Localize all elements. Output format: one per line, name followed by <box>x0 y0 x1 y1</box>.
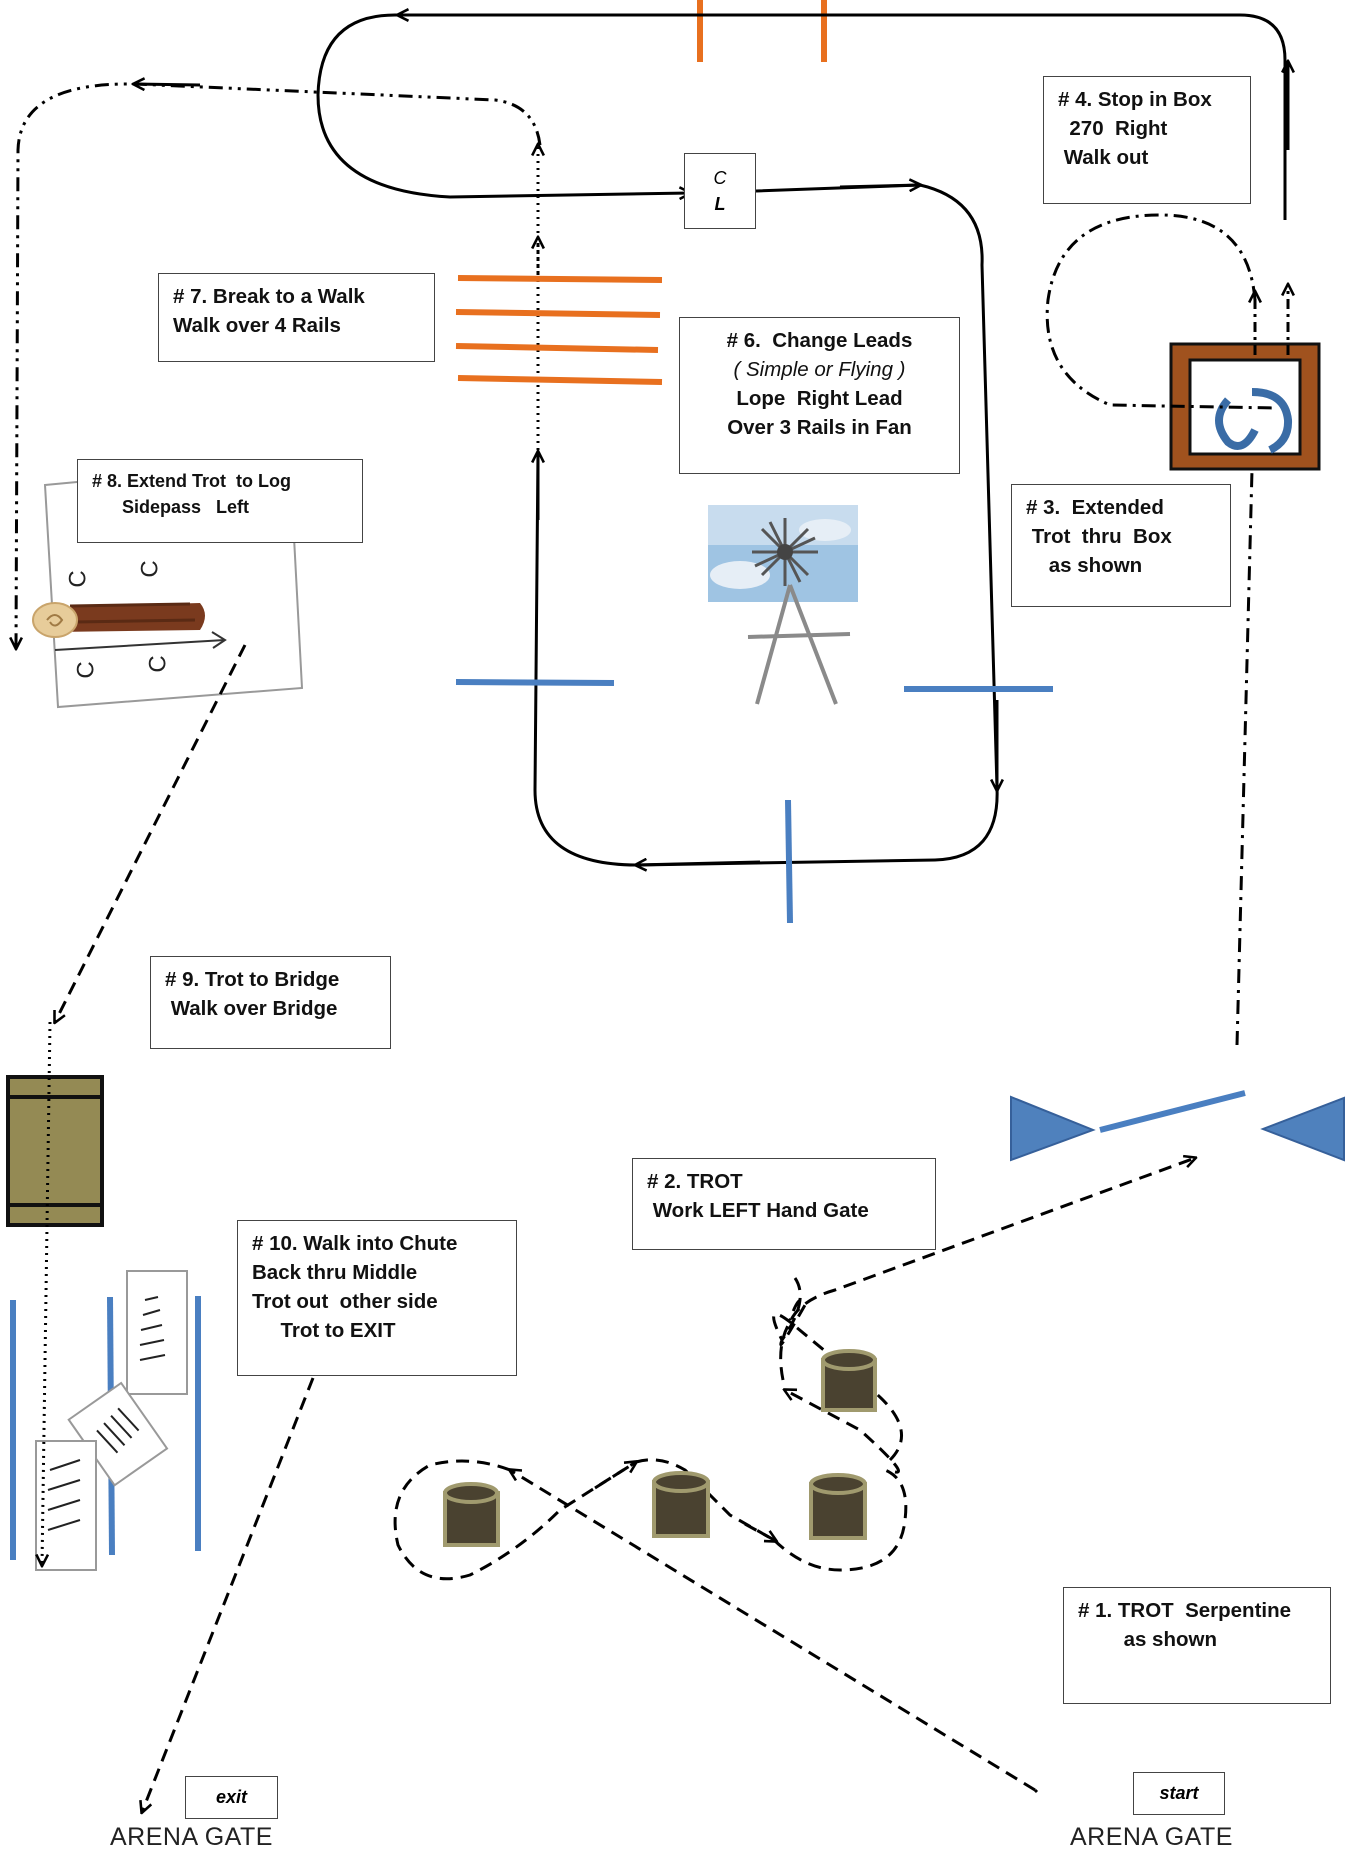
marker-c: C <box>713 168 727 188</box>
serpentine-exit-path <box>785 1390 900 1474</box>
turn-270-arc-right <box>1251 388 1293 454</box>
step-7-box: # 7. Break to a Walk Walk over 4 Rails <box>158 273 435 362</box>
center-arrow-right <box>839 185 920 187</box>
step-1-line-1: # 1. TROT Serpentine <box>1078 1599 1292 1622</box>
step-1-line-2: as shown <box>1078 1628 1217 1651</box>
extend-trot-arrow <box>134 84 201 85</box>
start-path <box>1033 1788 1039 1794</box>
chute-panel <box>126 1270 188 1395</box>
gate-cone-left <box>1010 1095 1096 1162</box>
barrel <box>821 1349 877 1412</box>
step-4-line-2: 270 Right <box>1058 117 1168 140</box>
center-arrow-left <box>636 862 761 865</box>
extended-trot-box-path <box>1235 469 1254 1046</box>
center-loop-path <box>533 183 999 867</box>
step-10-box: # 10. Walk into Chute Back thru Middle T… <box>237 1220 517 1376</box>
serpentine-arrow-2 <box>744 1522 776 1541</box>
step-8-line-1: # 8. Extend Trot to Log <box>92 471 292 491</box>
log-mark: C <box>72 661 100 679</box>
start-label: start <box>1133 1772 1225 1815</box>
log-mark: C <box>144 655 172 673</box>
step-1-box: # 1. TROT Serpentine as shown <box>1063 1587 1331 1704</box>
marker-l: L <box>714 194 726 214</box>
step-4-line-1: # 4. Stop in Box <box>1058 88 1212 111</box>
step-7-line-1: # 7. Break to a Walk <box>173 285 365 308</box>
windmill-image <box>708 505 858 705</box>
step-6-line-1: Lope Right Lead <box>736 387 903 410</box>
pole-left <box>455 679 615 686</box>
center-line-marker: C L <box>684 153 756 229</box>
gate-pole <box>1099 1090 1246 1133</box>
step-3-line-3: as shown <box>1026 554 1143 577</box>
step-9-line-1: # 9. Trot to Bridge <box>165 968 340 991</box>
step-7-line-2: Walk over 4 Rails <box>173 314 341 337</box>
step-3-line-1: # 3. Extended <box>1026 496 1164 519</box>
barrel <box>652 1471 710 1538</box>
walk-rail-3 <box>455 343 659 353</box>
log-image <box>32 602 205 638</box>
serpentine-arrow-1 <box>594 1462 636 1490</box>
arena-gate-exit: ARENA GATE <box>110 1823 273 1851</box>
step-2-line-2: Work LEFT Hand Gate <box>647 1199 869 1222</box>
bridge <box>6 1075 104 1227</box>
step-9-line-2: Walk over Bridge <box>165 997 338 1020</box>
step-10-line-3: Trot out other side <box>252 1290 438 1313</box>
step-6-box: # 6. Change Leads ( Simple or Flying ) L… <box>679 317 960 474</box>
step-6-title: # 6. Change Leads <box>726 329 913 352</box>
step-2-box: # 2. TROT Work LEFT Hand Gate <box>632 1158 936 1250</box>
exit-label: exit <box>185 1776 278 1819</box>
serpentine-loop <box>393 1458 908 1581</box>
step-10-line-4: Trot to EXIT <box>252 1319 396 1342</box>
chute-panel <box>35 1440 97 1571</box>
step-4-box: # 4. Stop in Box 270 Right Walk out <box>1043 76 1251 204</box>
serpentine-path <box>510 1470 1036 1792</box>
walk-rail-2 <box>455 309 661 318</box>
step-4-line-3: Walk out <box>1058 146 1149 169</box>
step-3-line-2: Trot thru Box <box>1026 525 1172 548</box>
step-3-box: # 3. Extended Trot thru Box as shown <box>1011 484 1231 607</box>
step-10-line-2: Back thru Middle <box>252 1261 418 1284</box>
step-2-line-1: # 2. TROT <box>647 1170 743 1193</box>
step-9-box: # 9. Trot to Bridge Walk over Bridge <box>150 956 391 1049</box>
walk-rail-4 <box>457 375 663 385</box>
arena-gate-start: ARENA GATE <box>1070 1823 1233 1851</box>
step-6-subtitle: ( Simple or Flying ) <box>733 358 906 381</box>
turn-270-arc-left <box>1215 397 1259 450</box>
barrel <box>443 1482 500 1547</box>
log-mark: C <box>64 570 92 588</box>
step-8-box: # 8. Extend Trot to Log Sidepass Left <box>77 459 363 543</box>
top-loop-path <box>316 13 1287 220</box>
extend-trot-path <box>16 82 542 648</box>
step-8-line-2: Sidepass Left <box>92 497 250 517</box>
step-10-line-1: # 10. Walk into Chute <box>252 1232 458 1255</box>
pole-bottom <box>785 799 793 924</box>
step-6-line-2: Over 3 Rails in Fan <box>727 416 912 439</box>
walk-rail-1 <box>457 275 663 283</box>
log-mark: C <box>136 560 164 578</box>
trot-to-exit-path <box>142 1377 315 1812</box>
trot-to-gate-path <box>772 1277 904 1462</box>
gate-cone-right <box>1260 1096 1345 1162</box>
box-circle-path <box>1045 213 1276 410</box>
trot-to-bridge-path <box>55 644 247 1022</box>
barrel <box>809 1473 867 1540</box>
